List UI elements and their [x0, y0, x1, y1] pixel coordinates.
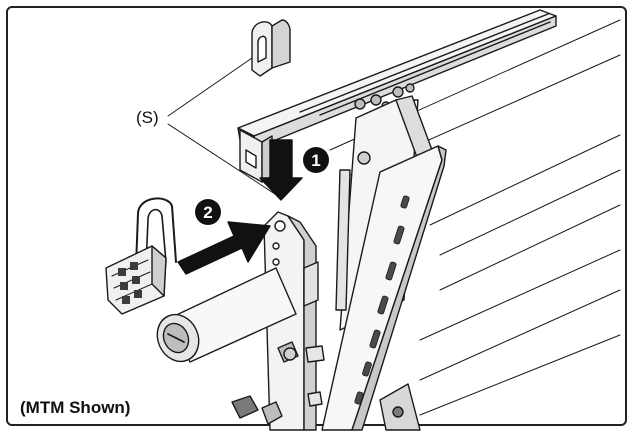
- step-marker-1: 1: [303, 147, 329, 173]
- step-number-1: 1: [311, 151, 320, 170]
- callout-line-upper: [167, 57, 253, 117]
- adjustment-knobs: [231, 341, 325, 425]
- tilting-arm: [321, 145, 447, 431]
- rail-hardware: [354, 83, 415, 111]
- hook-bracket-upper: [251, 19, 291, 77]
- figure-caption: (MTM Shown): [20, 398, 131, 417]
- part-callout-label: (S): [136, 108, 159, 127]
- callout-line-lower: [167, 123, 279, 197]
- adapter-plate: [263, 211, 319, 431]
- arrow-step-1: [259, 139, 303, 201]
- arm-base-bracket: [379, 383, 421, 431]
- arrow-step-2: [177, 221, 271, 275]
- step-number-2: 2: [203, 203, 212, 222]
- step-marker-2: 2: [195, 199, 221, 225]
- safety-clip: [105, 197, 177, 315]
- cylinder-tube: [156, 267, 297, 363]
